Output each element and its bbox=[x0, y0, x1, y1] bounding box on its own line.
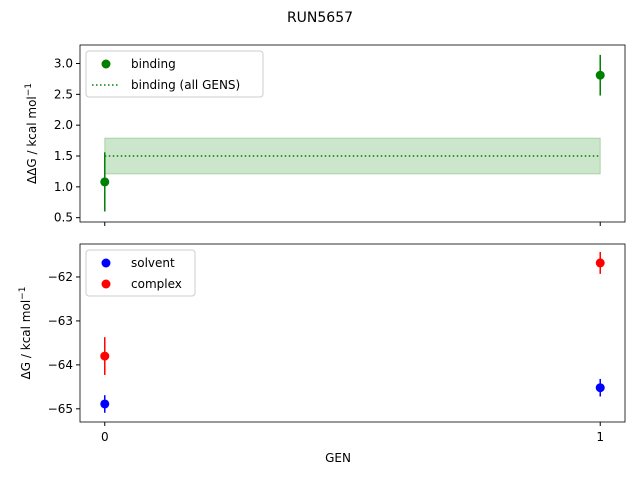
y-tick-label: −65 bbox=[48, 402, 73, 416]
data-point-complex bbox=[595, 258, 605, 268]
chart-title: RUN5657 bbox=[287, 10, 353, 26]
panel-delta-g: −65 −64 −63 −62 0 1 ΔG / kcal mol−1 solvent comp… bbox=[18, 243, 626, 444]
x-tick-label: 1 bbox=[596, 430, 604, 444]
y-tick-label: 2.5 bbox=[54, 87, 73, 101]
x-tick-label: 0 bbox=[101, 430, 109, 444]
y-tick-label: 3.0 bbox=[54, 57, 73, 71]
legend-box bbox=[85, 50, 264, 98]
legend-marker bbox=[101, 279, 111, 289]
legend-label: binding (all GENS) bbox=[131, 78, 240, 92]
legend: binding binding (all GENS) bbox=[85, 50, 264, 98]
y-axis-label: ΔΔG / kcal mol−1 bbox=[24, 83, 39, 184]
axes-frame bbox=[79, 243, 626, 423]
legend-marker bbox=[101, 59, 111, 69]
data-point-solvent bbox=[595, 383, 605, 393]
y-tick-label: 1.5 bbox=[54, 149, 73, 163]
y-tick-label: −62 bbox=[48, 270, 73, 284]
y-tick-label: −63 bbox=[48, 314, 73, 328]
data-point-binding bbox=[100, 177, 110, 187]
legend-label: solvent bbox=[131, 256, 175, 270]
data-point-complex bbox=[100, 351, 110, 361]
legend-label: complex bbox=[131, 277, 182, 291]
y-tick-label: 1.0 bbox=[54, 180, 73, 194]
y-tick-label: 2.0 bbox=[54, 118, 73, 132]
y-axis-label: ΔG / kcal mol−1 bbox=[18, 287, 33, 380]
legend-box bbox=[85, 249, 196, 297]
y-tick-label: 0.5 bbox=[54, 211, 73, 225]
y-tick-label: −64 bbox=[48, 358, 73, 372]
data-point-binding bbox=[595, 70, 605, 80]
legend: solvent complex bbox=[85, 249, 196, 297]
legend-marker bbox=[101, 258, 111, 268]
legend-label: binding bbox=[131, 57, 176, 71]
axes-frame bbox=[79, 44, 626, 223]
x-axis-label: GEN bbox=[325, 451, 351, 465]
data-point-solvent bbox=[100, 399, 110, 409]
